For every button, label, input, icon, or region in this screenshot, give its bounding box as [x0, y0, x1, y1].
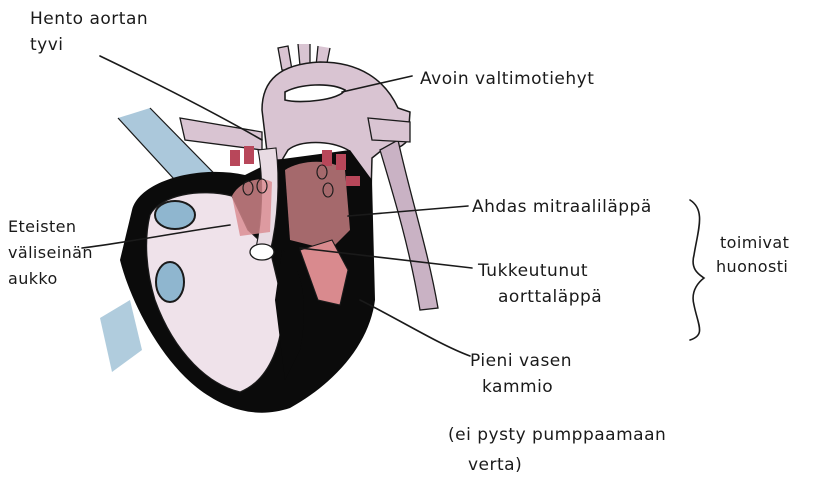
label-toimivat-huonosti: toimivat huonosti	[716, 233, 795, 276]
label-tukkeutunut-line1: Tukkeutunut	[477, 261, 588, 281]
label-ei-pysty-line1: (ei pysty pumppaamaan	[448, 425, 666, 445]
label-eteisten-line1: Eteisten	[8, 217, 76, 236]
label-tukkeutunut-line2: aorttaläppä	[498, 287, 602, 307]
label-pieni-line1: Pieni vasen	[470, 351, 572, 371]
heart-body	[120, 146, 375, 413]
label-pieni-vasen-kammio: Pieni vasen kammio	[470, 351, 578, 397]
septal-defect-lower	[156, 262, 184, 302]
label-eteisten-line2: väliseinän	[8, 243, 93, 262]
label-pieni-line2: kammio	[482, 377, 553, 397]
label-eteisten-line3: aukko	[8, 269, 58, 288]
label-eteisten-valiseinan-aukko: Eteisten väliseinän aukko	[8, 217, 98, 288]
label-toimivat-line2: huonosti	[716, 257, 788, 276]
label-hento-aortan-tyvi: Hento aortan tyvi	[30, 9, 154, 55]
label-avoin-valtimotiehyt: Avoin valtimotiehyt	[420, 69, 594, 89]
label-ei-pysty: (ei pysty pumppaamaan verta)	[448, 425, 672, 475]
label-tukkeutunut-aorttalappa: Tukkeutunut aorttaläppä	[477, 261, 602, 307]
label-hento-line1: Hento aortan	[30, 9, 148, 29]
label-ei-pysty-line2: verta)	[468, 455, 522, 475]
label-toimivat-line1: toimivat	[720, 233, 789, 252]
label-ahdas-mitraalilappa: Ahdas mitraaliläppä	[472, 197, 652, 217]
label-hento-line2: tyvi	[30, 35, 64, 55]
septal-defect-upper	[155, 201, 195, 229]
